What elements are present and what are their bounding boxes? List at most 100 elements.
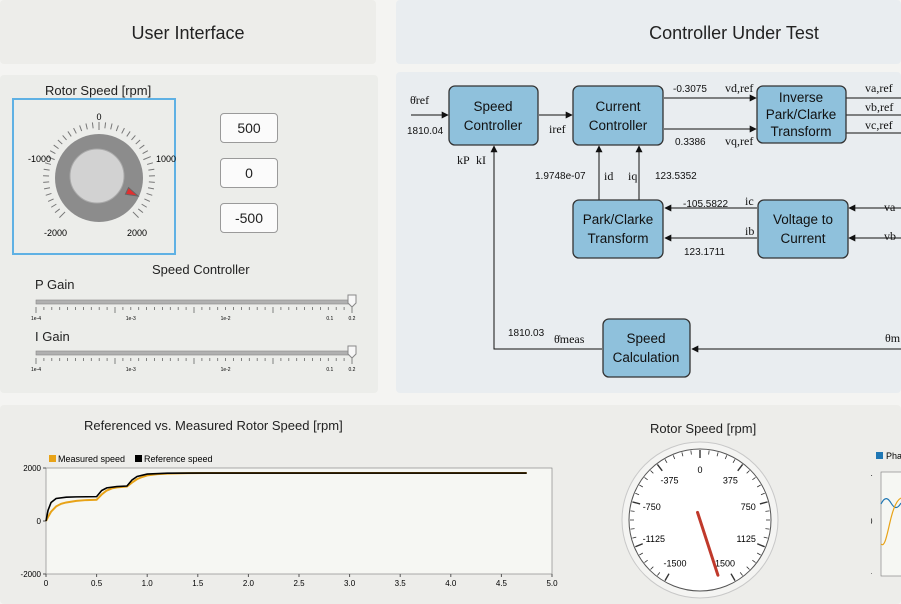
knob-tick [50, 203, 57, 208]
p-gain-label: P Gain [35, 277, 75, 292]
knob-tick [115, 125, 119, 132]
speed-minus-500-button[interactable]: -500 [220, 203, 278, 233]
gauge-tick [664, 573, 670, 581]
chart-x-tick-label: 3.5 [395, 579, 407, 588]
gauge-tick [730, 573, 736, 581]
label-vb-ref: vb,ref [865, 100, 893, 114]
knob-tick [148, 168, 155, 171]
svg-text:Speed: Speed [626, 331, 665, 346]
phase-y-tick-minus-1: -1 [871, 567, 873, 576]
slider-tick-label: 1e-3 [126, 367, 136, 373]
phase-legend-swatch [876, 452, 883, 459]
controller-diagram: Speed Controller Current Controller Inve… [407, 81, 901, 378]
knob-label-top: 0 [96, 112, 101, 122]
svg-text:Inverse: Inverse [779, 90, 823, 105]
gauge-tick [708, 450, 710, 455]
chart-plot-area [45, 467, 553, 575]
gauge-tick [656, 464, 663, 472]
gauge-tick [746, 566, 750, 570]
knob-tick-marks [43, 122, 155, 218]
gauge-tick [765, 510, 770, 512]
block-voltage-to-current: Voltage to Current [757, 199, 849, 259]
knob-tick [47, 198, 54, 202]
phase-blue-line [880, 498, 901, 509]
svg-text:Calculation: Calculation [613, 350, 680, 365]
gauge-tick [681, 452, 684, 457]
chart-x-tick-label: 1.0 [142, 579, 154, 588]
chart-x-tick-label: 5.0 [546, 579, 558, 588]
knob-graphic[interactable]: 0 -1000 1000 -2000 2000 [12, 98, 176, 255]
svg-text:Current: Current [780, 231, 825, 246]
phase-y-tick-1: 1 [871, 469, 873, 478]
knob-tick [141, 203, 148, 208]
gauge-tick [644, 477, 648, 481]
block-current-controller: Current Controller [572, 85, 664, 146]
label-theta-ref: θ̇ref [410, 93, 429, 107]
speed-500-button[interactable]: 500 [220, 113, 278, 143]
gauge-label: -375 [661, 475, 679, 485]
knob-tick [143, 156, 151, 161]
chart-legend: Measured speed Reference speed [49, 454, 213, 464]
slider-tick-label: 0.1 [326, 367, 333, 373]
chart-y-tick-label: 2000 [23, 464, 41, 473]
speed-0-button[interactable]: 0 [220, 158, 278, 188]
slider-tick-label: 0.1 [326, 316, 333, 322]
cut-header-panel [396, 0, 901, 64]
gauge-tick [737, 464, 744, 472]
rotor-speed-knob[interactable]: 0 -1000 1000 -2000 2000 [12, 98, 176, 255]
series-reference-speed [45, 472, 527, 522]
knob-tick [45, 192, 52, 196]
chart-x-tick-label: 4.0 [445, 579, 457, 588]
chart-x-tick-label: 0.5 [91, 579, 103, 588]
svg-text:Speed: Speed [473, 99, 512, 114]
label-ib: ib [745, 224, 754, 238]
phase-legend-label: Pha [886, 451, 901, 461]
gauge-tick [757, 543, 765, 548]
value-vq-ref: 0.3386 [675, 137, 706, 148]
i-gain-label: I Gain [35, 329, 70, 344]
phase-chart-fragment: Pha 1 0 -1 [871, 451, 901, 577]
gauge-tick [639, 552, 644, 556]
phase-orange-line [880, 497, 901, 546]
gauge-tick [650, 470, 654, 474]
value-iq: 123.5352 [655, 171, 697, 182]
label-theta-meas: θ̇meas [554, 332, 585, 346]
chart-y-tick-label: -2000 [21, 570, 42, 579]
svg-text:Park/Clarke: Park/Clarke [766, 107, 837, 122]
chart-x-tick-label: 2.0 [243, 579, 255, 588]
knob-tick [147, 187, 155, 190]
slider-tick-label: 0.2 [349, 367, 356, 373]
legend-swatch-measured [49, 455, 56, 462]
label-theta-m: θm [885, 331, 901, 345]
knob-tick [43, 187, 51, 190]
gauge-tick [752, 559, 756, 563]
gauge-tick [716, 452, 719, 457]
gauge-tick [759, 501, 768, 505]
knob-tick [135, 139, 141, 145]
gauge-tick [690, 450, 692, 455]
chart-y-tick-label: 0 [37, 517, 42, 526]
svg-text:Current: Current [595, 99, 640, 114]
gauge-label: 1500 [715, 558, 735, 568]
legend-label-measured: Measured speed [58, 454, 125, 464]
gauge-tick [630, 510, 635, 512]
speed-chart-title: Referenced vs. Measured Rotor Speed [rpm… [84, 418, 343, 433]
gauge-tick [672, 455, 676, 460]
svg-text:Park/Clarke: Park/Clarke [583, 212, 654, 227]
chart-x-tick-label: 4.5 [496, 579, 508, 588]
knob-tick [43, 168, 50, 171]
label-vc-ref: vc,ref [865, 118, 893, 132]
speed-controller-title: Speed Controller [152, 262, 250, 277]
phase-y-tick-0: 0 [871, 517, 873, 526]
ui-header-panel [0, 0, 376, 64]
value-theta-ref: 1810.04 [407, 126, 444, 137]
knob-tick [91, 122, 94, 129]
knob-tick [44, 162, 52, 165]
knob-tick [47, 156, 55, 161]
knob-tick [104, 122, 107, 129]
